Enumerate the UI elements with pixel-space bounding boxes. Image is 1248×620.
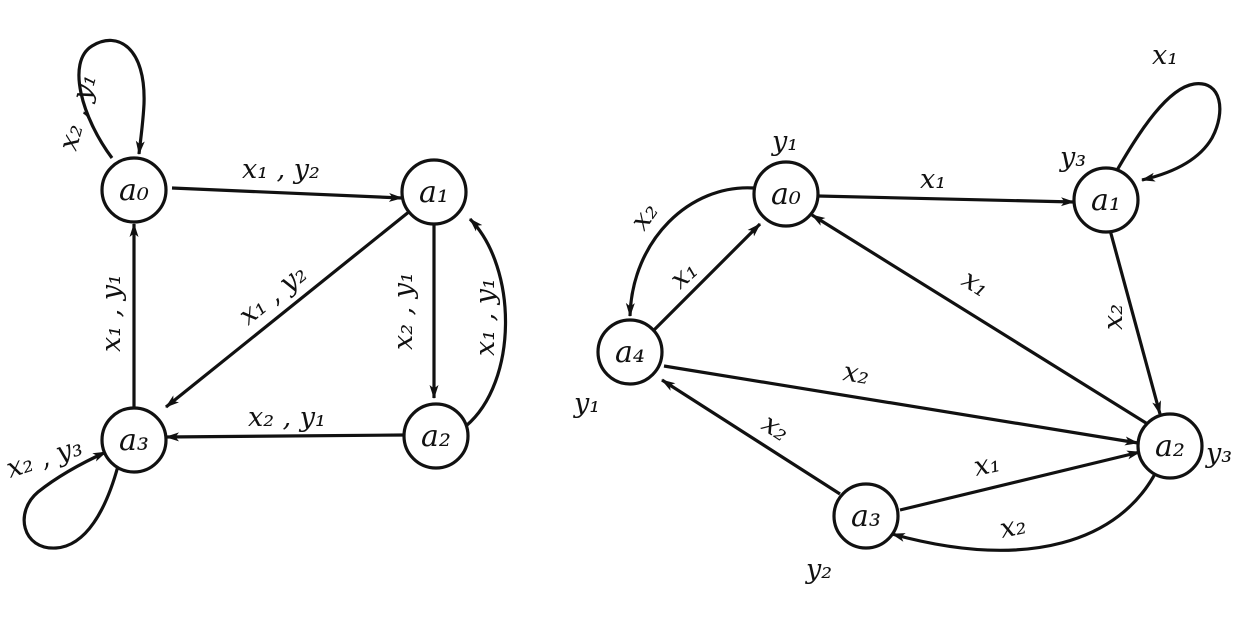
mealy-diagram: x₁ , y₂ x₂ , y₁ x₁ , y₁ x₁ , y₂ x₂ , y₁ … (3, 38, 508, 550)
state-label-a3: a₃ (851, 499, 881, 534)
edge-mealy-a2-a3 (165, 432, 405, 442)
label-moore-a2-a0: x₁ (956, 264, 995, 304)
state-output-a0: y₁ (771, 126, 798, 157)
state-label-a1: a₁ (1091, 183, 1121, 218)
label-moore-a2-a3: x₂ (997, 509, 1029, 545)
moore-nodes: a₀ y₁ a₁ y₃ a₂ y₃ a₃ y₂ a₄ y₁ (573, 126, 1232, 585)
label-moore-a3-a4: x₂ (756, 408, 795, 448)
state-node-a2: a₂ y₃ (1136, 412, 1232, 480)
label-moore-a0-a4: x₂ (624, 197, 664, 236)
state-node-a0: a₀ y₁ (752, 126, 820, 228)
state-node-a2: a₂ (402, 402, 470, 470)
state-node-a3: a₃ (100, 406, 168, 474)
state-node-a3: a₃ y₂ (805, 482, 900, 585)
state-label-a3: a₃ (119, 423, 149, 458)
edge-mealy-a2-a1 (464, 217, 508, 428)
label-mealy-a0-a0: x₂ , y₁ (53, 71, 103, 154)
label-mealy-a3-a0: x₁ , y₁ (96, 274, 127, 352)
edge-moore-a3-a2 (899, 450, 1141, 512)
state-output-a4: y₁ (573, 388, 600, 419)
label-mealy-a2-a3: x₂ , y₁ (248, 402, 326, 433)
state-node-a0: a₀ (100, 156, 168, 224)
label-moore-a1-a2: x₂ (1098, 304, 1129, 330)
edge-mealy-a0-a1 (171, 186, 403, 202)
state-label-a2: a₂ (1155, 429, 1185, 464)
moore-diagram: x₁ x₁ x₂ x₁ x₁ x₂ x₂ x₂ x₁ x₂ a₀ y₁ a₁ y… (573, 40, 1232, 585)
state-label-a1: a₁ (419, 175, 449, 210)
label-mealy-a2-a1: x₁ , y₁ (470, 278, 501, 356)
edge-mealy-a0-a0 (77, 38, 146, 159)
edge-moore-a2-a0 (811, 213, 1155, 430)
state-label-a2: a₂ (421, 419, 451, 454)
edge-moore-a2-a3 (891, 471, 1158, 552)
state-output-a3: y₂ (805, 554, 832, 585)
edge-moore-a1-a2 (1108, 229, 1162, 415)
moore-edges (625, 82, 1222, 552)
label-moore-a0-a1: x₁ (920, 164, 946, 195)
moore-edge-labels: x₁ x₁ x₂ x₁ x₁ x₂ x₂ x₂ x₁ x₂ (624, 40, 1178, 545)
state-label-a0: a₀ (771, 177, 801, 212)
edge-moore-a0-a1 (817, 194, 1075, 207)
edge-moore-a3-a4 (661, 378, 841, 496)
state-label-a0: a₀ (119, 173, 149, 208)
state-node-a1: a₁ (400, 158, 468, 226)
state-node-a4: a₄ y₁ (573, 318, 664, 419)
state-label-a4: a₄ (615, 335, 645, 370)
mealy-edges (22, 38, 508, 550)
state-node-a1: a₁ y₃ (1059, 142, 1140, 234)
state-output-a1: y₃ (1059, 142, 1086, 173)
label-moore-a4-a2: x₂ (841, 356, 872, 391)
edge-moore-a4-a2 (663, 364, 1139, 446)
edge-moore-a1-a1 (1114, 82, 1222, 182)
label-moore-a4-a0: x₁ (664, 255, 704, 295)
label-mealy-a3-a3: x₂ , y₃ (3, 431, 87, 485)
edge-moore-a0-a4 (625, 186, 755, 317)
label-moore-a3-a2: x₁ (971, 447, 1003, 483)
state-output-a2: y₃ (1205, 438, 1232, 469)
label-mealy-a1-a2: x₂ , y₁ (388, 272, 419, 350)
label-mealy-a0-a1: x₁ , y₂ (242, 154, 320, 185)
edge-mealy-a1-a3 (164, 209, 412, 409)
mealy-nodes: a₀ a₁ a₂ a₃ (100, 156, 470, 474)
edge-mealy-a3-a3 (22, 450, 120, 550)
edge-moore-a4-a0 (652, 222, 762, 332)
label-moore-a1-a1: x₁ (1152, 40, 1178, 71)
